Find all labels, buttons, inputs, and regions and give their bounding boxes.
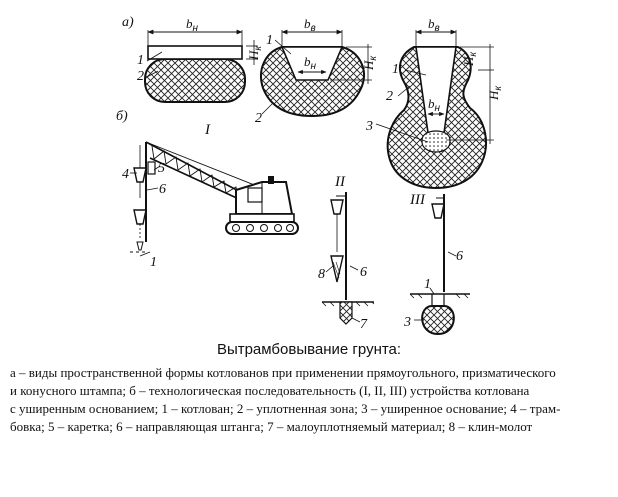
- callout-2-a2: 2: [255, 111, 262, 126]
- pit-rectangular-stamp: bн Hк 1 2: [137, 16, 264, 103]
- callout-7-b2: 7: [360, 317, 368, 332]
- widened-base-stage3: [421, 305, 455, 336]
- caption-line-2: и конусного штампа; б – технологическая …: [10, 383, 530, 398]
- crane-boom: [145, 141, 263, 207]
- wedge-hammer: [330, 255, 344, 283]
- pit-prismatic-stamp: bв bн Hк 1 2: [255, 16, 379, 126]
- dim-hk-3: Hк: [461, 51, 479, 67]
- compacted-zone-rect: [144, 58, 246, 103]
- dim-hk-2: Hк: [361, 55, 379, 71]
- callout-2-a1: 2: [137, 69, 144, 84]
- stage-1-crane: I: [122, 122, 299, 270]
- tamper-stage1-bottom: [133, 209, 147, 225]
- tamper-stage3: [431, 203, 445, 219]
- compacted-zone-prism: [260, 46, 365, 118]
- callout-1-b3: 1: [424, 277, 431, 292]
- callout-2-a3: 2: [386, 89, 393, 104]
- pit-conical-stamp: bв bн Hк Hк 1 2 3: [365, 16, 504, 190]
- dim-hk-1: Hк: [246, 45, 264, 61]
- callout-1-a2: 1: [266, 33, 273, 48]
- stage-label-1: I: [204, 122, 211, 138]
- stage-label-2: II: [334, 174, 346, 190]
- dim-bn-3: bн: [428, 96, 441, 114]
- carriage-stage1: [147, 161, 156, 175]
- dim-h-3: Hк: [486, 85, 504, 101]
- callout-1-b1: 1: [150, 255, 157, 270]
- callout-6-b1: 6: [159, 182, 166, 197]
- crane-body: [225, 176, 299, 235]
- dim-bv-2: bв: [304, 16, 316, 34]
- low-compactable-material: [339, 301, 353, 325]
- callout-6-b2: 6: [360, 265, 367, 280]
- stage-3-widened-base: III 6 1 3: [403, 192, 470, 336]
- caption-line-4: бовка; 5 – каретка; 6 – направляющая шта…: [10, 419, 533, 434]
- caption-line-1: а – виды пространственной формы котлован…: [10, 365, 556, 380]
- dim-bv-3: bв: [428, 16, 440, 34]
- caption-line-3: с уширенным основанием; 1 – котлован; 2 …: [10, 401, 561, 416]
- diagram-canvas: а) б) bн Hк 1 2 bв bн Hк 1 2: [116, 15, 504, 336]
- dim-bn-1: bн: [186, 16, 199, 34]
- tamper-stage1-top: [133, 167, 147, 183]
- callout-8-b2: 8: [318, 267, 325, 282]
- callout-1-a1: 1: [137, 53, 144, 68]
- callout-6-b3: 6: [456, 249, 463, 264]
- callout-3-b3: 3: [403, 315, 411, 330]
- pit-cavity-rect: [147, 45, 243, 60]
- panel-label-b: б): [116, 109, 128, 124]
- callout-3-a3: 3: [365, 119, 373, 134]
- pit-cavity-prism: [280, 46, 344, 81]
- callout-5-b1: 5: [158, 161, 165, 176]
- callout-1-a3: 1: [392, 62, 399, 77]
- dim-bn-2: bн: [304, 54, 317, 72]
- figure-title: Вытрамбовывание грунта:: [216, 341, 402, 358]
- panel-label-a: а): [122, 15, 134, 30]
- stage-2-wedge-hammer: II 8 6 7: [318, 174, 375, 332]
- callout-4-b1: 4: [122, 167, 129, 182]
- stage-label-3: III: [409, 192, 426, 208]
